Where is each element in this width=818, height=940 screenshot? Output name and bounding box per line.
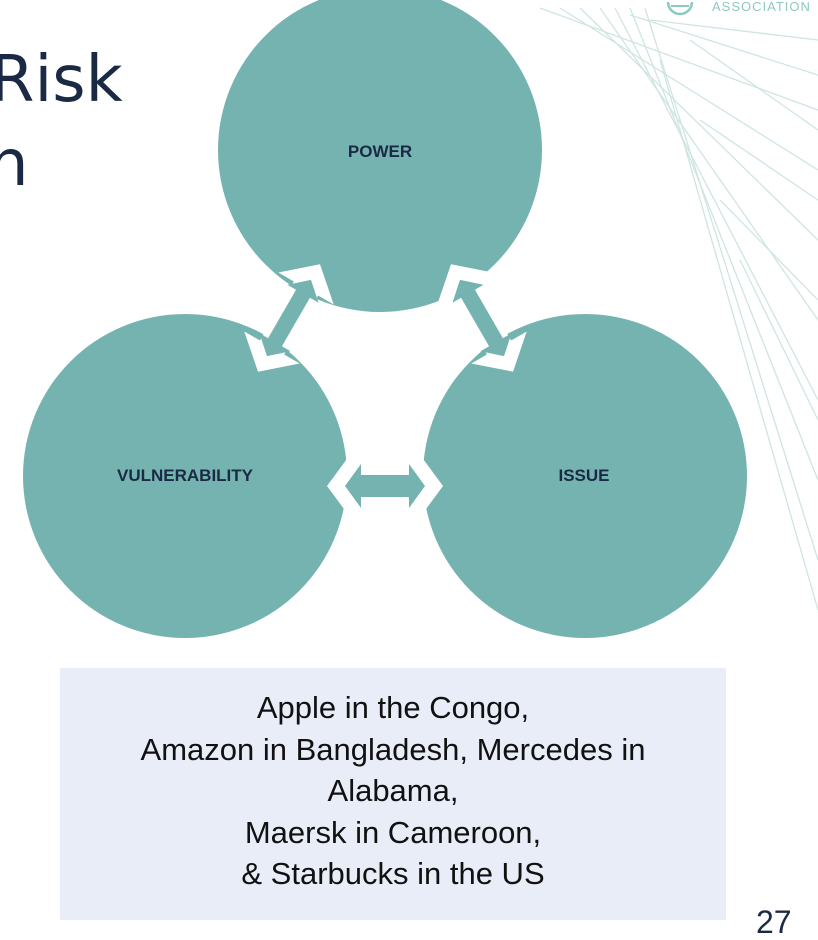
vulnerability-issue-double-arrow (327, 448, 443, 524)
vulnerability-power-double-arrow (244, 264, 334, 372)
caption-line-3: Alabama, (327, 773, 459, 808)
power-circle (218, 0, 542, 312)
background-decorative-lines (539, 7, 818, 611)
vulnerability-circle (23, 314, 347, 638)
page-number: 27 (756, 904, 792, 940)
slide-title-fragment-2: n (0, 127, 29, 201)
power-vulnerability-issue-diagram (23, 0, 747, 638)
association-logo-icon (666, 1, 694, 16)
issue-circle (423, 314, 747, 638)
caption-line-2: Amazon in Bangladesh, Mercedes in (140, 732, 646, 767)
logo-text: ASSOCIATION (712, 0, 811, 14)
caption-line-1: Apple in the Congo, (256, 690, 530, 725)
caption-line-4: Maersk in Cameroon, (244, 815, 542, 850)
vulnerability-label: VULNERABILITY (117, 466, 253, 485)
power-label: POWER (347, 142, 413, 161)
caption-box: Apple in the Congo, Amazon in Bangladesh… (60, 668, 726, 920)
power-issue-double-arrow (437, 264, 527, 372)
caption-line-5: & Starbucks in the US (241, 856, 545, 891)
issue-label: ISSUE (558, 466, 610, 485)
slide-title-fragment-1: Risk (0, 43, 123, 117)
